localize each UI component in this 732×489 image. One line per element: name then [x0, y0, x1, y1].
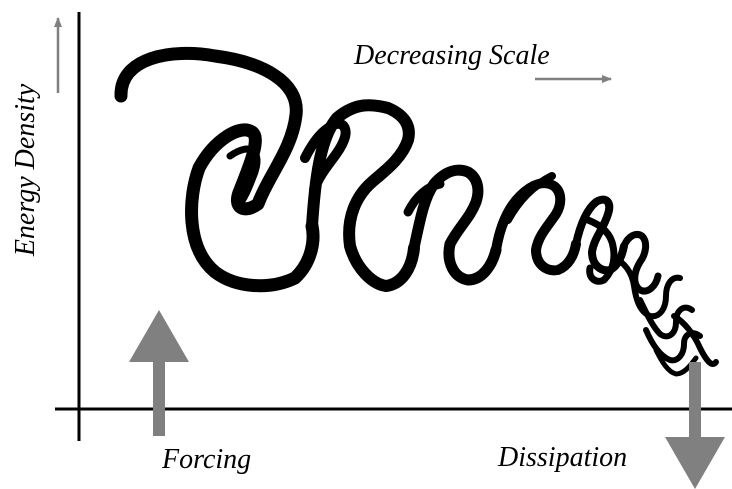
ribbon-eddy-11 [671, 313, 719, 367]
forcing-arrow-head [129, 310, 189, 362]
forcing-arrow [129, 310, 189, 436]
dissipation-arrow [665, 362, 725, 489]
forcing-arrow-shaft [153, 356, 165, 436]
ribbon-eddy-2 [306, 99, 420, 292]
forcing-label: Forcing [161, 444, 251, 475]
ribbon-eddy-9 [637, 297, 695, 340]
dissipation-arrow-head [665, 437, 725, 489]
energy-cascade-ribbon [114, 47, 719, 377]
decreasing-scale-label: Decreasing Scale [353, 40, 550, 71]
ribbon-eddy-7 [620, 230, 662, 295]
dissipation-arrow-shaft [689, 362, 701, 442]
dissipation-label: Dissipation [497, 442, 627, 473]
ribbon-eddy-3-cap [403, 179, 445, 217]
ribbon-eddy-large [114, 47, 320, 293]
ribbon-eddy-4-cap [504, 172, 556, 224]
ribbon-eddy-4 [491, 178, 581, 276]
ribbon-eddy-6 [584, 216, 618, 285]
ribbon-eddy-2-loop [300, 118, 351, 195]
y-axis-label: Energy Density [10, 83, 41, 257]
ribbon-eddy-large-inner [226, 145, 261, 210]
